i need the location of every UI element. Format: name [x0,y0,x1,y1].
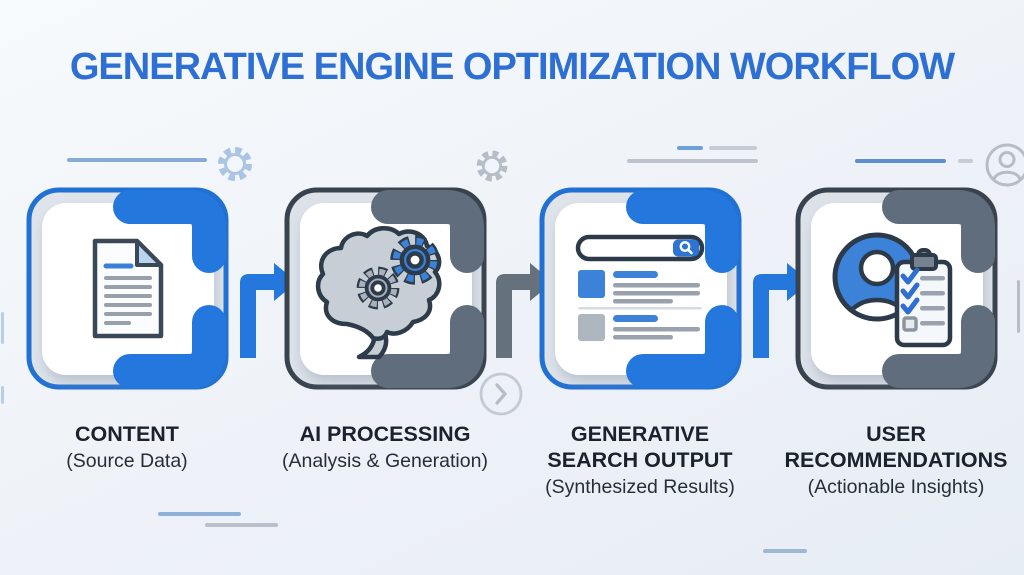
decorative-line [627,159,758,163]
brain-gears-icon [315,226,442,360]
step-card-content [26,187,229,390]
decorative-line [67,158,207,162]
step-title: USER [866,422,926,446]
user-checklist-icon [832,232,953,348]
person-circle-icon [985,143,1024,187]
document-icon [92,238,164,339]
gear-icon [390,235,440,285]
step-label-ai-processing: AI PROCESSING (Analysis & Generation) [255,421,515,474]
flow-arrow [240,263,297,358]
step-title: CONTENT [75,422,179,446]
search-results-icon [575,234,705,341]
step-card-generative-search-output [539,187,742,390]
decorative-dash [1,312,4,344]
check-icon [900,267,920,285]
step-title-line2: RECOMMENDATIONS [784,448,1008,472]
check-icon [900,297,920,315]
step-title-line2: SEARCH OUTPUT [547,448,733,472]
search-icon [679,241,691,252]
step-title: GENERATIVE [570,422,710,446]
step-subtitle: (Analysis & Generation) [282,450,488,472]
step-subtitle: (Source Data) [66,450,188,472]
step-subtitle: (Actionable Insights) [807,476,985,498]
step-label-content: CONTENT (Source Data) [0,421,257,474]
gear-icon [218,147,252,181]
check-icon [900,282,920,300]
decorative-dash [763,549,807,553]
decorative-line [855,159,946,163]
step-label-generative-search-output: GENERATIVE SEARCH OUTPUT (Synthesized Re… [510,421,770,500]
page-title: GENERATIVE ENGINE OPTIMIZATION WORKFLOW [69,46,955,88]
decorative-dash [1,386,4,404]
decorative-dash [1017,280,1020,333]
decorative-line [158,512,241,516]
decorative-dash [677,146,703,150]
step-title: AI PROCESSING [299,422,471,446]
decorative-dash [958,159,973,163]
decorative-dash [709,146,757,150]
checkbox-icon [902,316,918,332]
decorative-line [205,523,278,527]
step-card-ai-processing [284,187,487,390]
step-card-user-recommendations [795,187,998,390]
gear-icon [476,150,508,182]
step-label-user-recommendations: USER RECOMMENDATIONS (Actionable Insight… [766,421,1024,500]
gear-icon [356,266,400,310]
flow-arrow [496,263,553,358]
chevron-circle-icon [479,372,523,416]
step-subtitle: (Synthesized Results) [545,476,735,498]
